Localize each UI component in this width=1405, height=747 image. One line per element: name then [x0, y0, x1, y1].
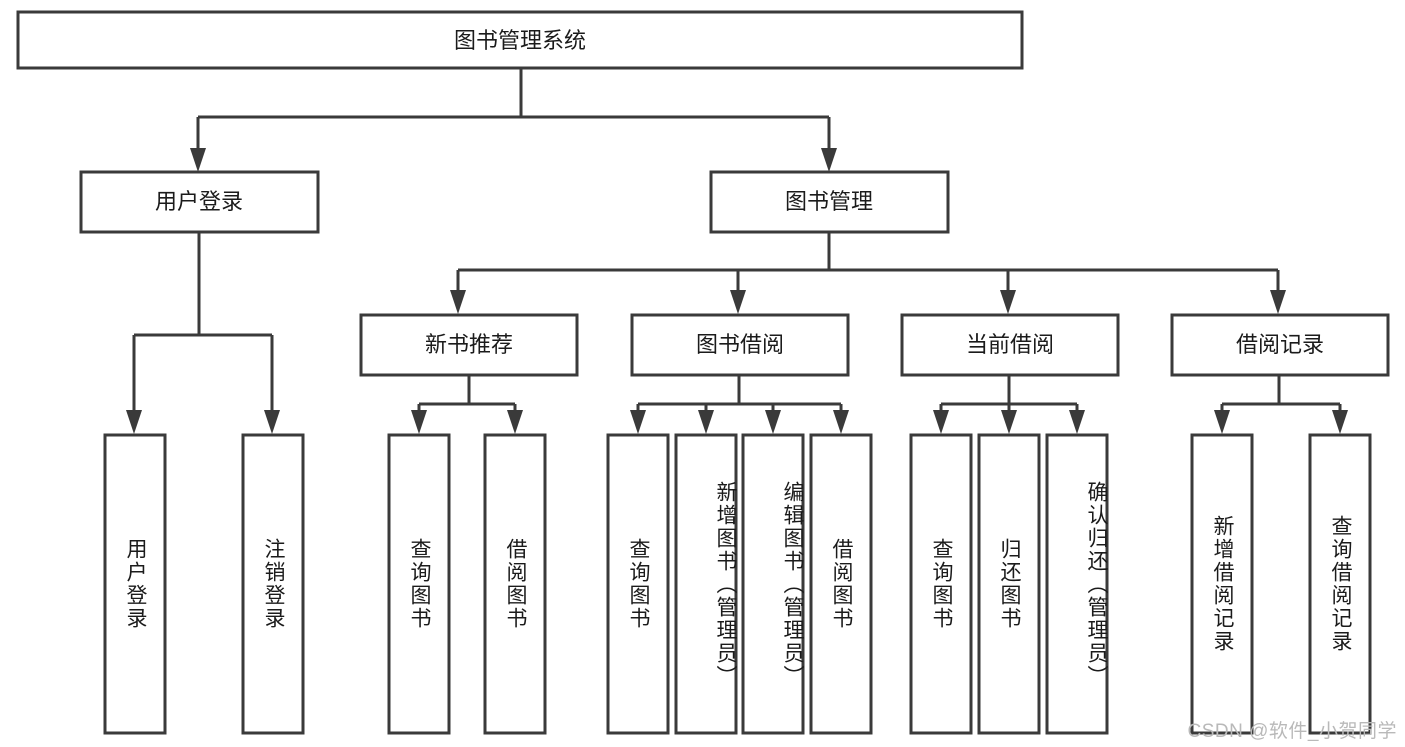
node-borrow-record-box[interactable] — [1170, 313, 1390, 377]
node-new-book-recommend-box[interactable] — [359, 313, 579, 377]
node-user-login-label: 用户登录 — [155, 189, 243, 214]
node-new-book-recommend[interactable]: 新书推荐 — [359, 313, 579, 377]
arrow-leaf-return-book — [1001, 410, 1017, 434]
leaf-box-query-book-3[interactable] — [909, 433, 973, 735]
leaf-box-add-book[interactable] — [674, 433, 738, 735]
arrow-leaf-logout — [264, 410, 280, 434]
connector-book-mgmt-to-level3 — [456, 232, 1280, 302]
connector-borrow-record-to-leaves — [1220, 375, 1342, 422]
arrow-leaf-query-book-1 — [411, 410, 427, 434]
node-user-login-box[interactable] — [79, 170, 320, 234]
node-book-management-label: 图书管理 — [785, 189, 873, 214]
leaf-box-query-book-1[interactable] — [387, 433, 451, 735]
arrow-leaf-confirm-return — [1069, 410, 1085, 434]
node-book-management[interactable]: 图书管理 — [709, 170, 950, 234]
arrow-leaf-edit-book — [765, 410, 781, 434]
arrow-to-book-borrow — [730, 290, 746, 314]
arrow-leaf-borrow-book-2 — [833, 410, 849, 434]
leaf-box-return-book[interactable] — [977, 433, 1041, 735]
arrow-leaf-add-book — [698, 410, 714, 434]
node-current-borrow-label: 当前借阅 — [966, 332, 1054, 357]
node-book-management-box[interactable] — [709, 170, 950, 234]
node-current-borrow-box[interactable] — [900, 313, 1120, 377]
arrow-leaf-borrow-book-1 — [507, 410, 523, 434]
leaf-box-query-book-2[interactable] — [606, 433, 670, 735]
arrow-leaf-add-record — [1214, 410, 1230, 434]
connector-group — [126, 68, 1348, 434]
node-book-borrow-box[interactable] — [630, 313, 850, 377]
arrow-leaf-query-book-3 — [933, 410, 949, 434]
arrow-to-current-borrow — [1000, 290, 1016, 314]
arrow-leaf-user-login — [126, 410, 142, 434]
node-borrow-record-label: 借阅记录 — [1236, 332, 1324, 357]
leaf-box-logout[interactable] — [241, 433, 305, 735]
node-book-borrow-label: 图书借阅 — [696, 332, 784, 357]
connector-new-book-rec-to-leaves — [417, 375, 517, 422]
node-current-borrow[interactable]: 当前借阅 — [900, 313, 1120, 377]
node-borrow-record[interactable]: 借阅记录 — [1170, 313, 1390, 377]
node-root-box[interactable] — [16, 10, 1024, 70]
arrow-to-new-book-rec — [450, 290, 466, 314]
connector-user-login-to-leaves — [132, 232, 274, 422]
leaf-box-confirm-return[interactable] — [1045, 433, 1109, 735]
leaf-box-query-record[interactable] — [1308, 433, 1372, 735]
watermark-text: CSDN @软件_小贺同学 — [1187, 721, 1397, 742]
arrow-leaf-query-record — [1332, 410, 1348, 434]
leaf-box-user-login[interactable] — [103, 433, 167, 735]
arrow-to-book-mgmt — [821, 148, 837, 172]
leaf-box-add-record[interactable] — [1190, 433, 1254, 735]
arrow-leaf-query-book-2 — [630, 410, 646, 434]
node-book-borrow[interactable]: 图书借阅 — [630, 313, 850, 377]
node-user-login[interactable]: 用户登录 — [79, 170, 320, 234]
leaf-box-edit-book[interactable] — [741, 433, 805, 735]
node-root[interactable]: 图书管理系统 — [16, 10, 1024, 70]
leaf-box-borrow-book-2[interactable] — [809, 433, 873, 735]
connector-book-borrow-to-leaves — [636, 375, 843, 422]
arrow-to-user-login — [190, 148, 206, 172]
node-root-label: 图书管理系统 — [454, 28, 586, 53]
node-new-book-recommend-label: 新书推荐 — [425, 332, 513, 357]
leaf-box-borrow-book-1[interactable] — [483, 433, 547, 735]
connector-root-to-level2 — [196, 68, 831, 160]
arrow-to-borrow-record — [1270, 290, 1286, 314]
